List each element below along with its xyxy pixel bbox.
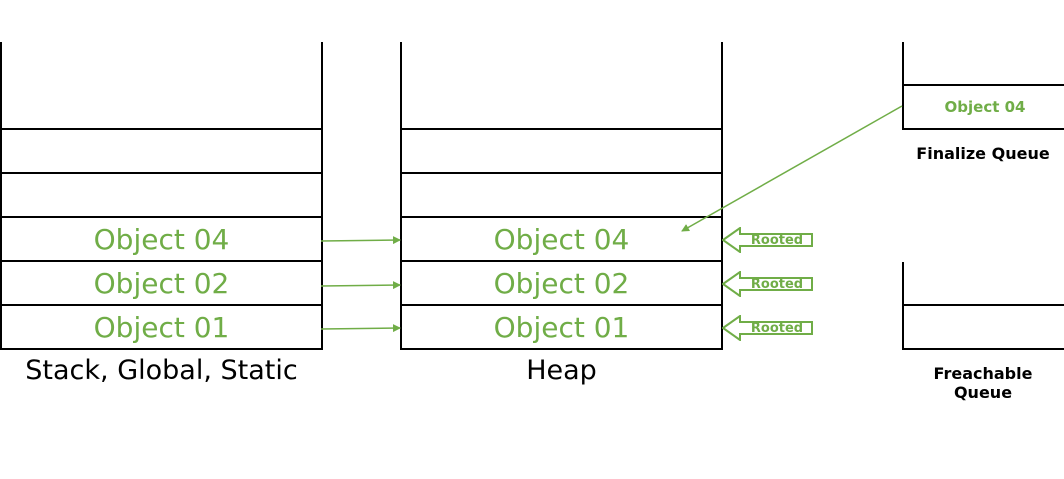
heap-object-label: Object 04 (493, 222, 630, 256)
stack-to-heap-arrow (320, 236, 401, 245)
freachable-queue-label: Freachable Queue (933, 364, 1033, 402)
stack-object-label: Object 01 (93, 310, 230, 344)
stack-object-cell: Object 04 (2, 216, 321, 260)
freachable-queue (902, 262, 1064, 350)
finalize-queue-label: Finalize Queue (916, 144, 1050, 163)
left-arrow-icon (721, 226, 813, 254)
left-arrow-icon (721, 314, 813, 342)
rooted-marker: Rooted (721, 270, 814, 298)
heap-column-label: Heap (526, 355, 597, 386)
heap-object-cell: Object 04 (402, 216, 721, 260)
stack-object-cell: Object 01 (2, 304, 321, 348)
rooted-label: Rooted (750, 276, 804, 292)
stack-object-label: Object 02 (93, 266, 230, 300)
freachable-queue-divider (904, 304, 1064, 306)
rooted-label: Rooted (750, 320, 804, 336)
rooted-marker: Rooted (721, 226, 814, 254)
finalize-queue-divider (904, 84, 1064, 86)
rooted-label: Rooted (750, 232, 804, 248)
heap-object-cell: Object 01 (402, 304, 721, 348)
heap-object-label: Object 01 (493, 310, 630, 344)
finalize-queue-item: Object 04 (944, 98, 1026, 116)
finalize-queue: Object 04 (902, 42, 1064, 130)
stack-column: Object 04 Object 02 Object 01 (0, 42, 323, 350)
heap-column: Object 04 Object 02 Object 01 (400, 42, 723, 350)
stack-to-heap-arrow (320, 324, 401, 333)
stack-object-label: Object 04 (93, 222, 230, 256)
stack-to-heap-arrow (320, 281, 401, 290)
heap-empty-cell (402, 172, 721, 216)
stack-empty-cell (2, 172, 321, 216)
left-arrow-icon (721, 270, 813, 298)
heap-empty-cell (402, 128, 721, 172)
stack-column-label: Stack, Global, Static (25, 355, 298, 386)
rooted-marker: Rooted (721, 314, 814, 342)
heap-object-label: Object 02 (493, 266, 630, 300)
stack-empty-cell (2, 128, 321, 172)
finalize-to-heap-arrow (681, 105, 903, 232)
stack-object-cell: Object 02 (2, 260, 321, 304)
heap-object-cell: Object 02 (402, 260, 721, 304)
